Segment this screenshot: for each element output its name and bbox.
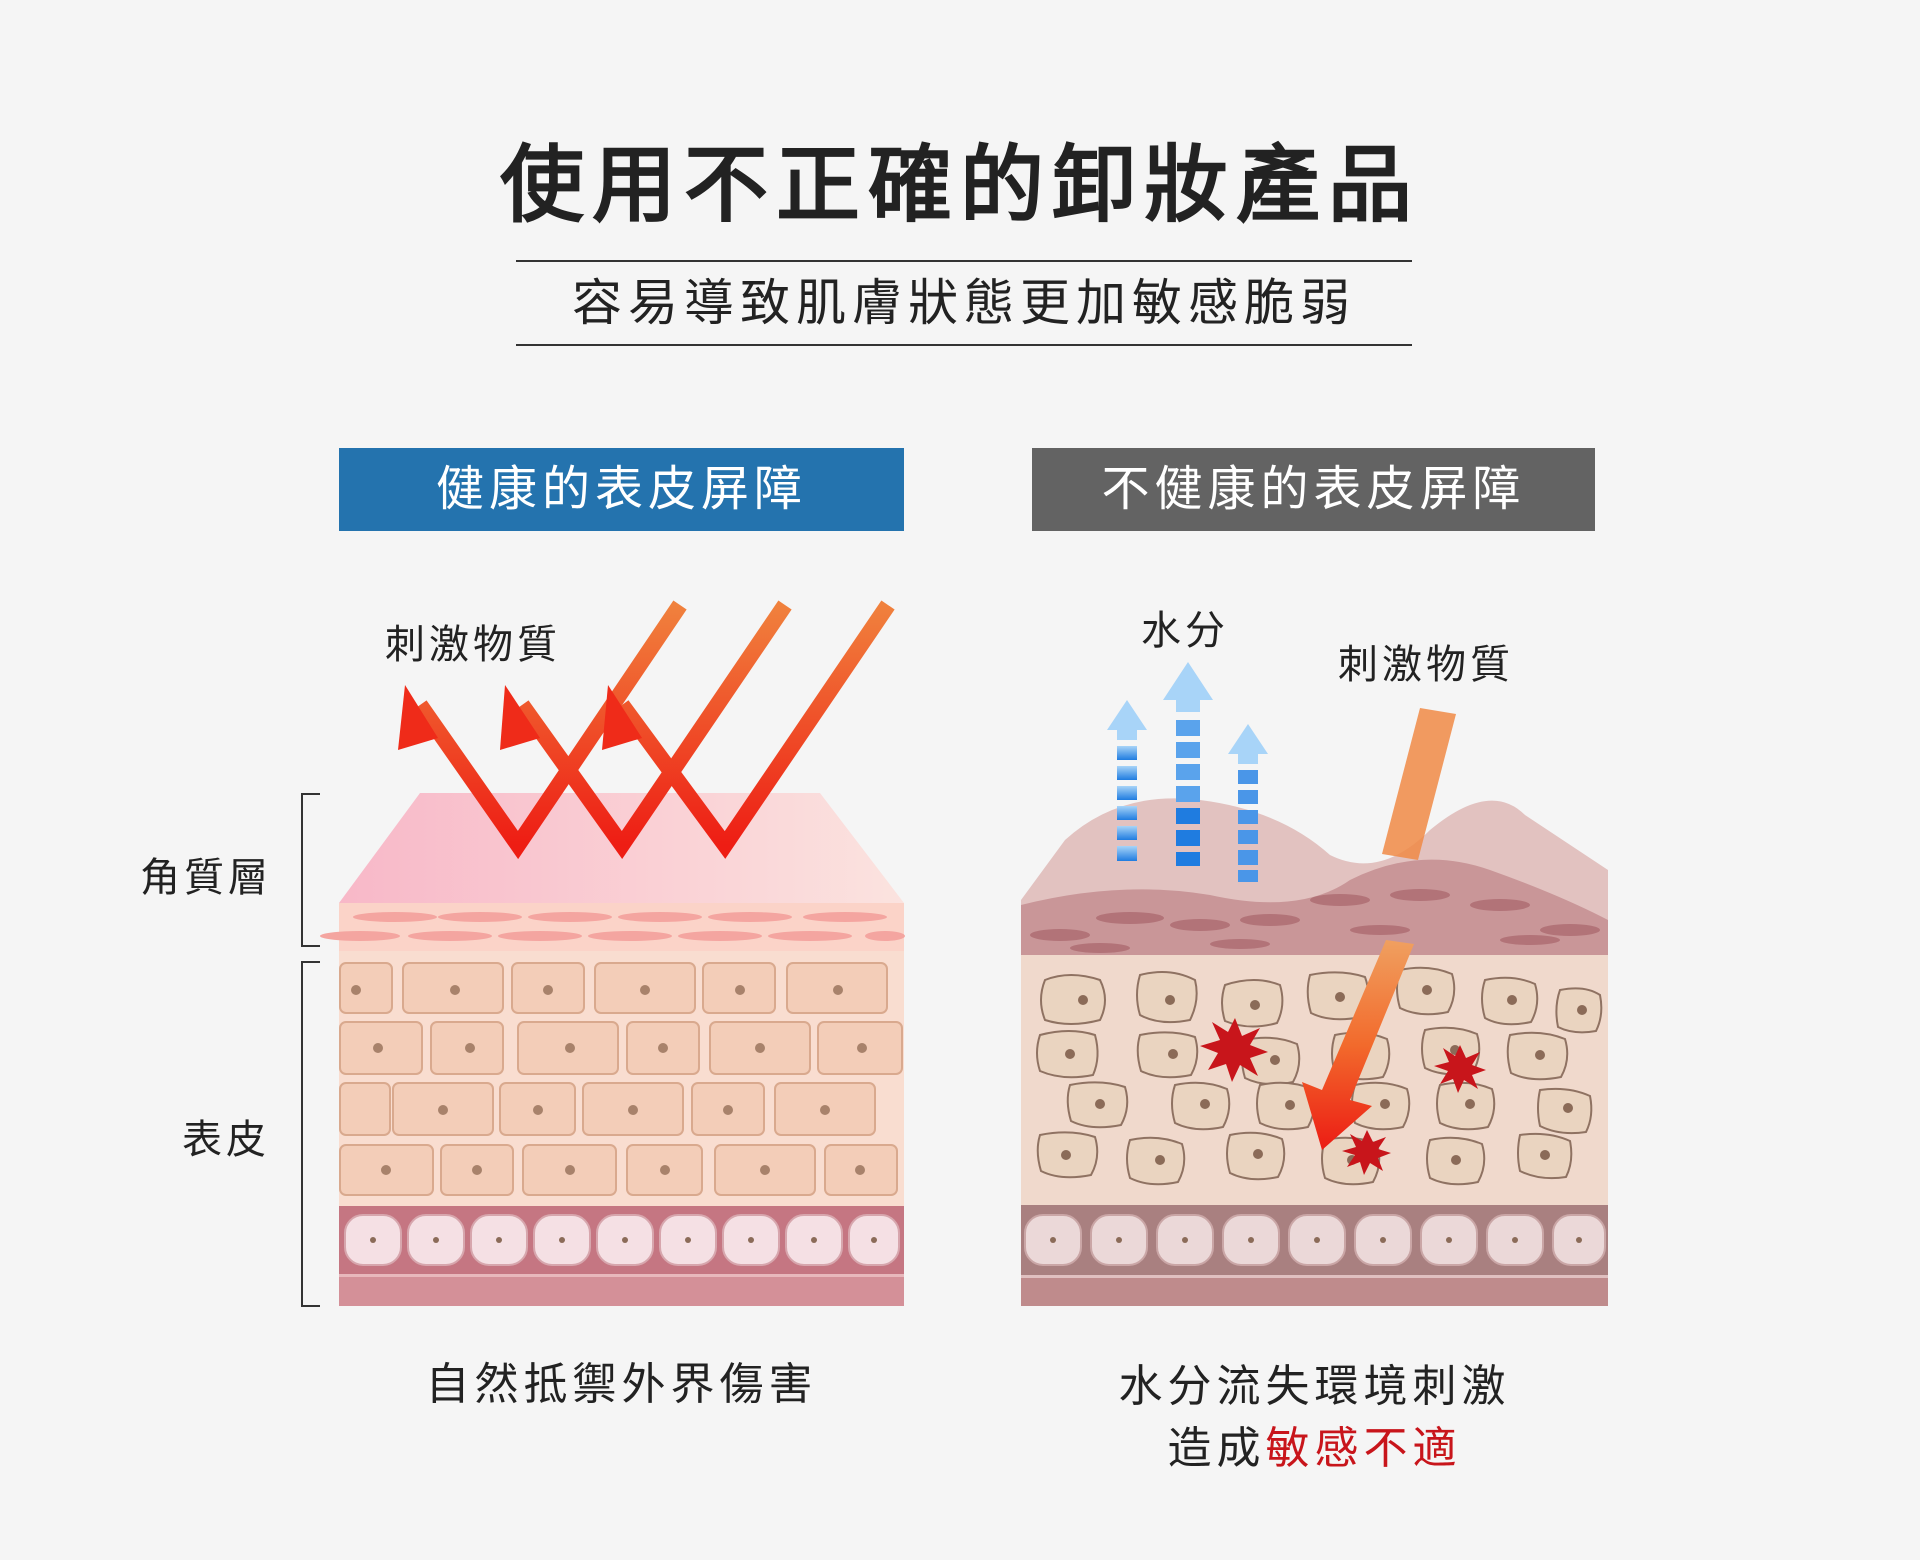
- penetrating-irritant-arrow: [1302, 708, 1456, 1150]
- unhealthy-caption-line1: 水分流失環境刺激: [1118, 1361, 1511, 1412]
- irritation-bursts: [1200, 1018, 1486, 1175]
- unhealthy-irritant-label: 刺激物質: [1338, 642, 1514, 688]
- healthy-irritant-label: 刺激物質: [385, 622, 561, 668]
- stratum-corneum-label: 角質層: [140, 855, 272, 901]
- healthy-barrier-header: 健康的表皮屏障: [339, 448, 904, 531]
- healthy-skin-diagram: [320, 600, 905, 1306]
- arrowhead: [398, 685, 438, 750]
- unhealthy-skin-diagram: [1021, 662, 1608, 1306]
- healthy-caption: 自然抵禦外界傷害: [425, 1359, 818, 1410]
- epidermis-label: 表皮: [182, 1117, 270, 1163]
- caption-prefix: 造成: [1167, 1423, 1266, 1474]
- subtitle: 容易導致肌膚狀態更加敏感脆弱: [516, 260, 1412, 346]
- reflected-irritant-arrows: [413, 600, 895, 860]
- water-label: 水分: [1141, 608, 1229, 654]
- main-title: 使用不正確的卸妝產品: [499, 136, 1420, 234]
- water-loss-arrows: [1107, 662, 1268, 882]
- unhealthy-caption-line2: 造成敏感不適: [1021, 1412, 1608, 1476]
- layer-brackets: [301, 793, 320, 1307]
- unhealthy-barrier-header: 不健康的表皮屏障: [1032, 448, 1595, 531]
- caption-highlight: 敏感不適: [1265, 1423, 1462, 1474]
